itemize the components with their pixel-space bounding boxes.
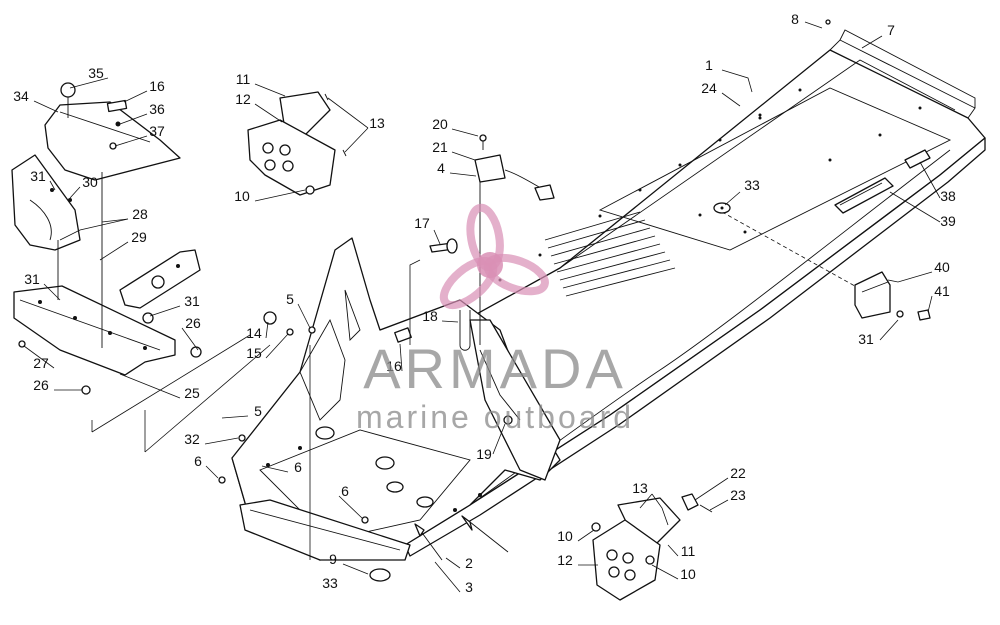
callout-12: 12 — [235, 91, 251, 107]
bolt-2 — [469, 521, 509, 553]
callout-6: 6 — [194, 453, 202, 469]
bracket-30 — [11, 154, 81, 251]
callout-8: 8 — [791, 11, 799, 27]
callout-16: 16 — [149, 78, 165, 94]
callout-11: 11 — [236, 71, 251, 87]
callout-23: 23 — [730, 487, 746, 503]
upper-bracket-right — [591, 493, 713, 601]
callout-13: 13 — [369, 115, 385, 131]
callout-13: 13 — [632, 480, 648, 496]
front-bulkhead — [231, 237, 561, 561]
watermark-tagline: marine outboard — [356, 399, 634, 435]
u-bolt-18 — [459, 310, 471, 351]
callout-26: 26 — [33, 377, 49, 393]
watermark: ARMADA marine outboard — [356, 203, 634, 435]
heat-exchanger-vents — [544, 211, 676, 297]
callout-24: 24 — [701, 80, 717, 96]
upper-bracket-left — [247, 91, 347, 196]
foot-9 — [369, 568, 391, 582]
pad-16a — [106, 99, 128, 113]
leader-lines — [23, 21, 941, 593]
callout-22: 22 — [730, 465, 746, 481]
callout-5: 5 — [286, 291, 294, 307]
callout-29: 29 — [131, 229, 147, 245]
callout-10: 10 — [680, 566, 696, 582]
rail-27 — [13, 285, 176, 376]
bolt-3 — [419, 529, 443, 561]
callout-21: 21 — [432, 139, 448, 155]
callout-31: 31 — [858, 331, 874, 347]
callout-1: 1 — [705, 57, 713, 73]
steering-bracket-assembly — [11, 82, 271, 453]
callout-31: 31 — [24, 271, 40, 287]
callout-30: 30 — [82, 174, 98, 190]
callout-28: 28 — [132, 206, 148, 222]
callout-32: 32 — [184, 431, 200, 447]
callout-20: 20 — [432, 116, 448, 132]
callout-36: 36 — [149, 101, 165, 117]
callout-5: 5 — [254, 403, 262, 419]
callout-15: 15 — [246, 345, 262, 361]
callout-25: 25 — [184, 385, 200, 401]
propeller-logo — [439, 203, 549, 310]
callout-12: 12 — [557, 552, 573, 568]
grommet-33a — [713, 202, 731, 214]
callout-14: 14 — [246, 325, 262, 341]
callout-11: 11 — [681, 543, 696, 559]
cover-34 — [44, 101, 181, 181]
callout-2: 2 — [465, 555, 473, 571]
callout-40: 40 — [934, 259, 950, 275]
callout-4: 4 — [437, 160, 445, 176]
callout-33: 33 — [744, 177, 760, 193]
watermark-brand: ARMADA — [363, 337, 627, 400]
callout-7: 7 — [887, 22, 895, 38]
callout-6: 6 — [294, 459, 302, 475]
callout-10: 10 — [234, 188, 250, 204]
knob-35 — [60, 82, 76, 98]
callout-34: 34 — [13, 88, 29, 104]
callout-26: 26 — [185, 315, 201, 331]
callout-31: 31 — [30, 168, 46, 184]
callout-31: 31 — [184, 293, 200, 309]
pad-16b — [394, 327, 412, 343]
callout-6: 6 — [341, 483, 349, 499]
callout-41: 41 — [934, 283, 950, 299]
callout-27: 27 — [33, 355, 49, 371]
callout-3: 3 — [465, 579, 473, 595]
callout-35: 35 — [88, 65, 104, 81]
callout-37: 37 — [149, 123, 165, 139]
decal-38 — [904, 149, 931, 169]
callout-18: 18 — [422, 308, 438, 324]
bracket-40 — [854, 271, 931, 321]
pin-17 — [429, 238, 458, 254]
callout-17: 17 — [414, 215, 430, 231]
callout-39: 39 — [940, 213, 956, 229]
callout-9: 9 — [329, 551, 337, 567]
callout-16: 16 — [386, 358, 402, 374]
decal-39 — [834, 177, 894, 214]
callout-33: 33 — [322, 575, 338, 591]
callout-38: 38 — [940, 188, 956, 204]
callout-10: 10 — [557, 528, 573, 544]
callout-labels: 1248733383940413122231311101012239336663… — [13, 11, 956, 595]
callout-19: 19 — [476, 446, 492, 462]
